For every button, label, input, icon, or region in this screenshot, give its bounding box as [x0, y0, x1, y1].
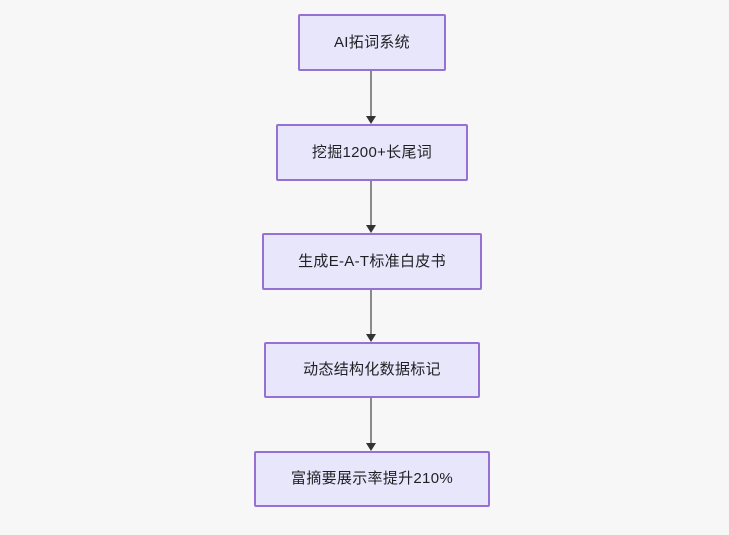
node-label: AI拓词系统: [334, 33, 410, 51]
arrowhead-down-icon: [366, 116, 376, 124]
arrowhead-down-icon: [366, 334, 376, 342]
connector-line: [370, 398, 372, 443]
node-label: 生成E-A-T标准白皮书: [298, 252, 446, 270]
flowchart-node-generate-eat-whitepaper[interactable]: 生成E-A-T标准白皮书: [262, 233, 482, 290]
flowchart-node-ai-keyword-system[interactable]: AI拓词系统: [298, 14, 446, 71]
flowchart-node-rich-snippet-rate-increase[interactable]: 富摘要展示率提升210%: [254, 451, 490, 507]
node-label: 动态结构化数据标记: [303, 361, 441, 378]
connector-line: [370, 290, 372, 334]
node-label: 富摘要展示率提升210%: [291, 470, 453, 487]
flowchart-node-dynamic-structured-data-markup[interactable]: 动态结构化数据标记: [264, 342, 480, 398]
flowchart-node-mine-longtail-keywords[interactable]: 挖掘1200+长尾词: [276, 124, 468, 181]
arrowhead-down-icon: [366, 225, 376, 233]
node-label: 挖掘1200+长尾词: [311, 143, 433, 161]
arrowhead-down-icon: [366, 443, 376, 451]
connector-line: [370, 71, 372, 116]
connector-line: [370, 181, 372, 225]
